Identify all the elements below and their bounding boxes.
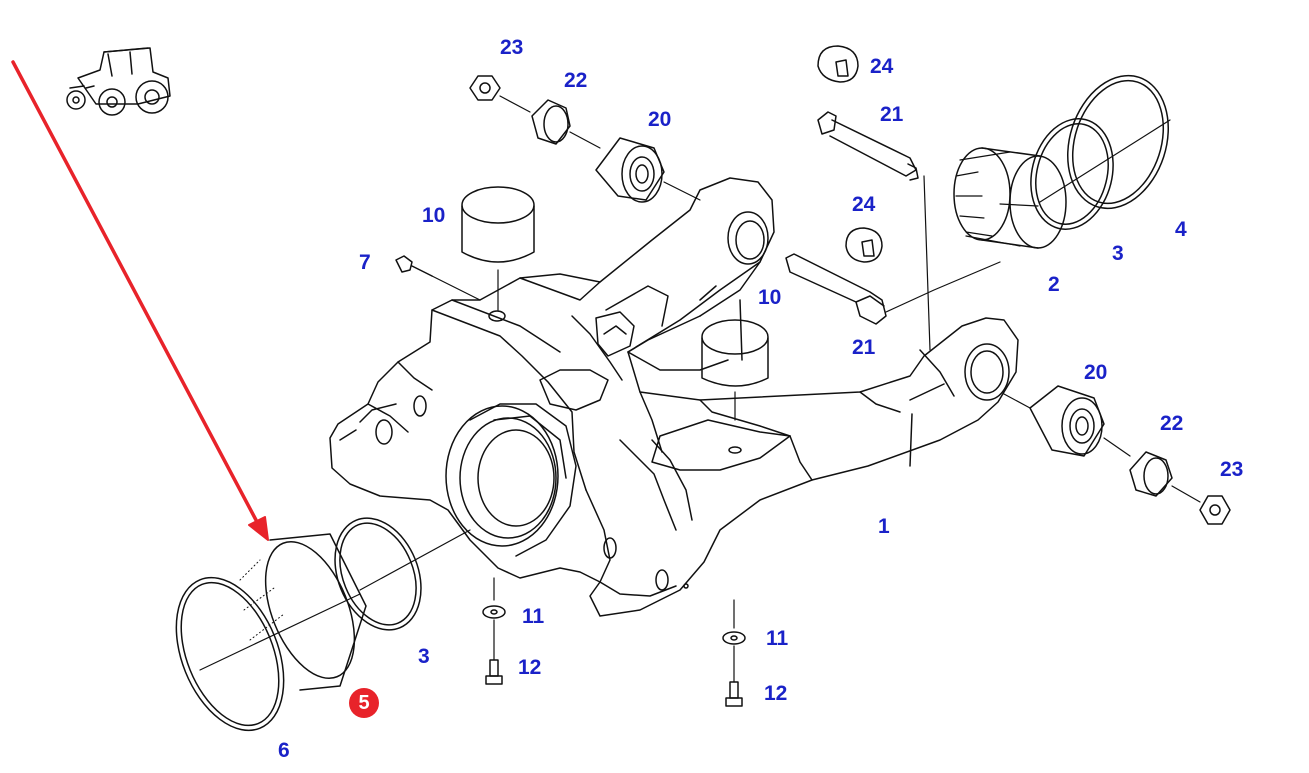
ring-3-left bbox=[334, 517, 471, 631]
label-20-right: 20 bbox=[1084, 361, 1108, 384]
label-12-right: 12 bbox=[764, 682, 788, 705]
highlight-badge-shape bbox=[349, 688, 379, 718]
label-4: 4 bbox=[1175, 218, 1187, 241]
bearing-20-top bbox=[595, 137, 701, 203]
label-10-top: 10 bbox=[422, 204, 446, 227]
bearing-20-right bbox=[1003, 385, 1105, 457]
label-12-left: 12 bbox=[518, 656, 542, 679]
label-3-left: 3 bbox=[418, 645, 430, 668]
bolt-12-left bbox=[485, 619, 503, 685]
label-1: 1 bbox=[878, 515, 890, 538]
ring-4 bbox=[1039, 74, 1171, 210]
label-24-top: 24 bbox=[870, 55, 894, 78]
label-11-left: 11 bbox=[522, 605, 545, 628]
bushing-2 bbox=[953, 147, 1067, 249]
highlight-badge-5: 5 bbox=[358, 692, 370, 714]
label-24-mid: 24 bbox=[852, 193, 876, 216]
label-23-right: 23 bbox=[1220, 458, 1244, 481]
label-10-mid: 10 bbox=[758, 286, 782, 309]
pin-21-top bbox=[817, 111, 919, 181]
label-20-top: 20 bbox=[648, 108, 672, 131]
label-11-right: 11 bbox=[766, 627, 789, 650]
label-21-top: 21 bbox=[880, 103, 904, 126]
label-2: 2 bbox=[1048, 273, 1060, 296]
ring-3-right bbox=[1030, 118, 1114, 230]
label-22-right: 22 bbox=[1160, 412, 1184, 435]
pad-10-top bbox=[461, 186, 535, 311]
grease-nipple-7 bbox=[395, 255, 481, 301]
nut-23-right bbox=[1199, 495, 1231, 525]
retainer-24-mid bbox=[845, 227, 883, 263]
retainer-24-top bbox=[817, 45, 859, 83]
label-3-right: 3 bbox=[1112, 242, 1124, 265]
bolt-12-right bbox=[725, 645, 743, 707]
label-21-mid: 21 bbox=[852, 336, 876, 359]
bush-22-top bbox=[531, 99, 601, 149]
tractor-icon bbox=[66, 47, 171, 116]
washer-11-left bbox=[482, 577, 506, 619]
pin-21-mid bbox=[785, 253, 1001, 325]
label-22-top: 22 bbox=[564, 69, 588, 92]
pointer-arrow bbox=[11, 60, 269, 541]
washer-11-right bbox=[722, 599, 746, 645]
label-23-top: 23 bbox=[500, 36, 524, 59]
pad-10-mid bbox=[701, 319, 769, 421]
axle-housing-part bbox=[329, 177, 1019, 617]
bushing-6 bbox=[175, 533, 367, 732]
nut-23-top bbox=[469, 75, 531, 113]
label-7: 7 bbox=[359, 251, 371, 274]
label-6: 6 bbox=[278, 739, 290, 762]
bush-22-right bbox=[1103, 437, 1201, 503]
